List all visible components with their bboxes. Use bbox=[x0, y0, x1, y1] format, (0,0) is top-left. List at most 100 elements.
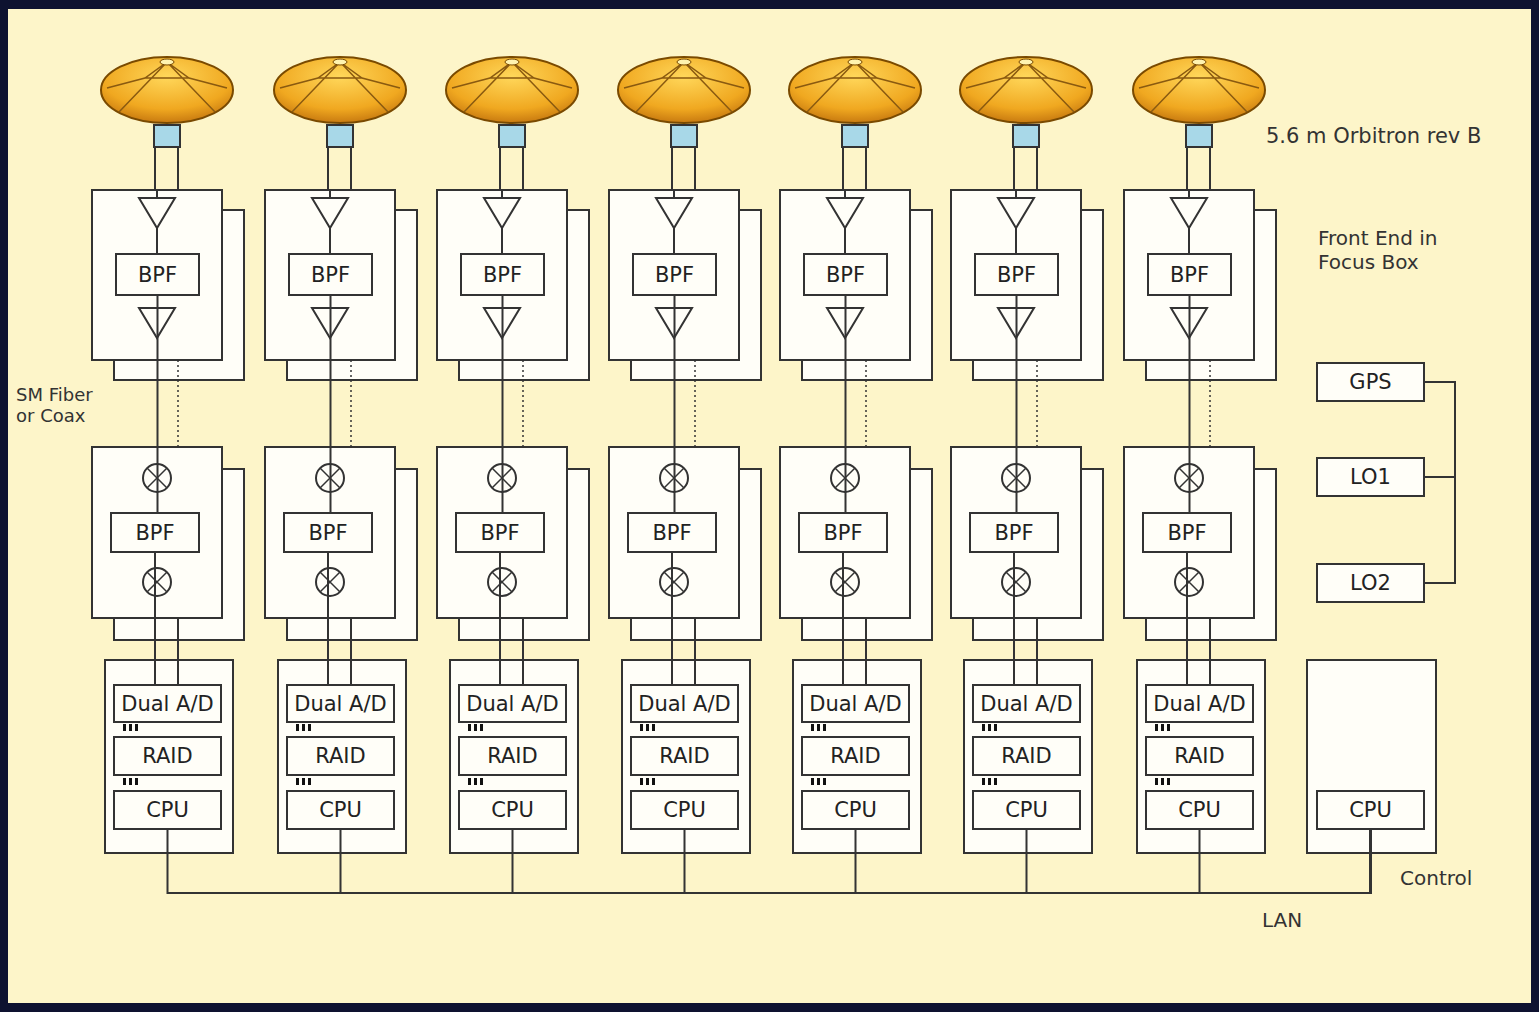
dish-hub bbox=[160, 59, 174, 65]
if-cable bbox=[694, 618, 696, 684]
bus-tick bbox=[817, 724, 820, 731]
filter-box: BPF bbox=[1147, 253, 1232, 296]
bus-tick bbox=[1161, 778, 1164, 785]
fiber-line bbox=[522, 360, 524, 447]
recorder-box bbox=[1137, 660, 1265, 853]
connector bbox=[502, 296, 504, 512]
cpu-box: CPU bbox=[113, 790, 222, 830]
connector bbox=[1013, 553, 1015, 684]
dish-antenna bbox=[101, 57, 233, 123]
if-cable bbox=[350, 618, 352, 684]
mixer-cross bbox=[1006, 572, 1026, 592]
feed-horn bbox=[671, 125, 697, 147]
box-label: BPF bbox=[994, 521, 1033, 545]
box-label: Dual A/D bbox=[809, 692, 901, 716]
bus-tick bbox=[302, 778, 305, 785]
box-label: RAID bbox=[315, 744, 365, 768]
label-text: Front End in Focus Box bbox=[1318, 226, 1438, 274]
mixer-symbol bbox=[660, 568, 688, 596]
box-label: BPF bbox=[655, 263, 694, 287]
box-label: BPF bbox=[483, 263, 522, 287]
box-label: CPU bbox=[1178, 798, 1221, 822]
bus-tick bbox=[1167, 778, 1170, 785]
reference-box: GPS bbox=[1316, 362, 1425, 402]
cpu-box: CPU bbox=[972, 790, 1081, 830]
box-label: Dual A/D bbox=[466, 692, 558, 716]
filter-box: BPF bbox=[974, 253, 1059, 296]
connector bbox=[671, 553, 673, 684]
box-label: BPF bbox=[311, 263, 350, 287]
dish-hub bbox=[1192, 59, 1206, 65]
cpu-box: CPU bbox=[1316, 790, 1425, 830]
recorder-box bbox=[964, 660, 1092, 853]
box-label: RAID bbox=[830, 744, 880, 768]
filter-box: BPF bbox=[803, 253, 888, 296]
bus-tick bbox=[982, 778, 985, 785]
adc-box: Dual A/D bbox=[1145, 684, 1254, 723]
adc-box: Dual A/D bbox=[630, 684, 739, 723]
reference-box: LO1 bbox=[1316, 457, 1425, 497]
label-text: LAN bbox=[1262, 908, 1302, 932]
amplifier-symbol bbox=[656, 198, 692, 228]
raid-box: RAID bbox=[113, 736, 222, 776]
bus-tick bbox=[994, 724, 997, 731]
feed-cable bbox=[672, 147, 695, 190]
connector bbox=[168, 830, 1371, 893]
cable-label: SM Fiber or Coax bbox=[16, 384, 104, 426]
dish-hub bbox=[505, 59, 519, 65]
bus-tick bbox=[640, 778, 643, 785]
bus-tick bbox=[988, 724, 991, 731]
mixer-symbol bbox=[316, 568, 344, 596]
bus-tick bbox=[982, 724, 985, 731]
if-cable bbox=[865, 618, 867, 684]
box-label: Dual A/D bbox=[980, 692, 1072, 716]
bus-tick bbox=[468, 778, 471, 785]
dish-hub bbox=[1019, 59, 1033, 65]
mixer-cross bbox=[147, 572, 167, 592]
recorder-box bbox=[793, 660, 921, 853]
box-label: LO2 bbox=[1350, 571, 1391, 595]
feed-horn bbox=[1013, 125, 1039, 147]
title-note: 5.6 m Orbitron rev B bbox=[1266, 124, 1481, 148]
filter-box: BPF bbox=[288, 253, 373, 296]
fiber-line bbox=[1209, 360, 1211, 447]
if-cable bbox=[1036, 618, 1038, 684]
adc-box: Dual A/D bbox=[458, 684, 567, 723]
bus-tick bbox=[129, 724, 132, 731]
feed-cable bbox=[155, 147, 178, 190]
bus-tick bbox=[296, 724, 299, 731]
dish-ribs bbox=[966, 62, 1086, 112]
recorder-box bbox=[105, 660, 233, 853]
if-cable bbox=[177, 618, 179, 684]
box-label: RAID bbox=[1001, 744, 1051, 768]
filter-box: BPF bbox=[455, 512, 545, 553]
box-label: Dual A/D bbox=[294, 692, 386, 716]
box-label: BPF bbox=[1170, 263, 1209, 287]
bus-tick bbox=[1161, 724, 1164, 731]
dish-ribs bbox=[452, 62, 572, 112]
bus-tick bbox=[823, 724, 826, 731]
bus-tick bbox=[988, 778, 991, 785]
mixer-symbol bbox=[1175, 568, 1203, 596]
filter-box: BPF bbox=[460, 253, 545, 296]
mixer-cross bbox=[664, 572, 684, 592]
amplifier-symbol bbox=[1171, 198, 1207, 228]
filter-box: BPF bbox=[283, 512, 373, 553]
box-label: RAID bbox=[487, 744, 537, 768]
filter-box: BPF bbox=[627, 512, 717, 553]
bus-label: LAN bbox=[1262, 908, 1302, 932]
box-label: Dual A/D bbox=[121, 692, 213, 716]
label-text: SM Fiber or Coax bbox=[16, 384, 93, 426]
box-label: CPU bbox=[834, 798, 877, 822]
adc-box: Dual A/D bbox=[801, 684, 910, 723]
connector bbox=[1027, 830, 1371, 893]
bus-tick bbox=[468, 724, 471, 731]
mixer-symbol bbox=[831, 568, 859, 596]
amplifier-symbol bbox=[484, 198, 520, 228]
fiber-line bbox=[694, 360, 696, 447]
box-label: BPF bbox=[997, 263, 1036, 287]
recorder-box bbox=[450, 660, 578, 853]
raid-box: RAID bbox=[801, 736, 910, 776]
connector bbox=[1016, 296, 1018, 512]
